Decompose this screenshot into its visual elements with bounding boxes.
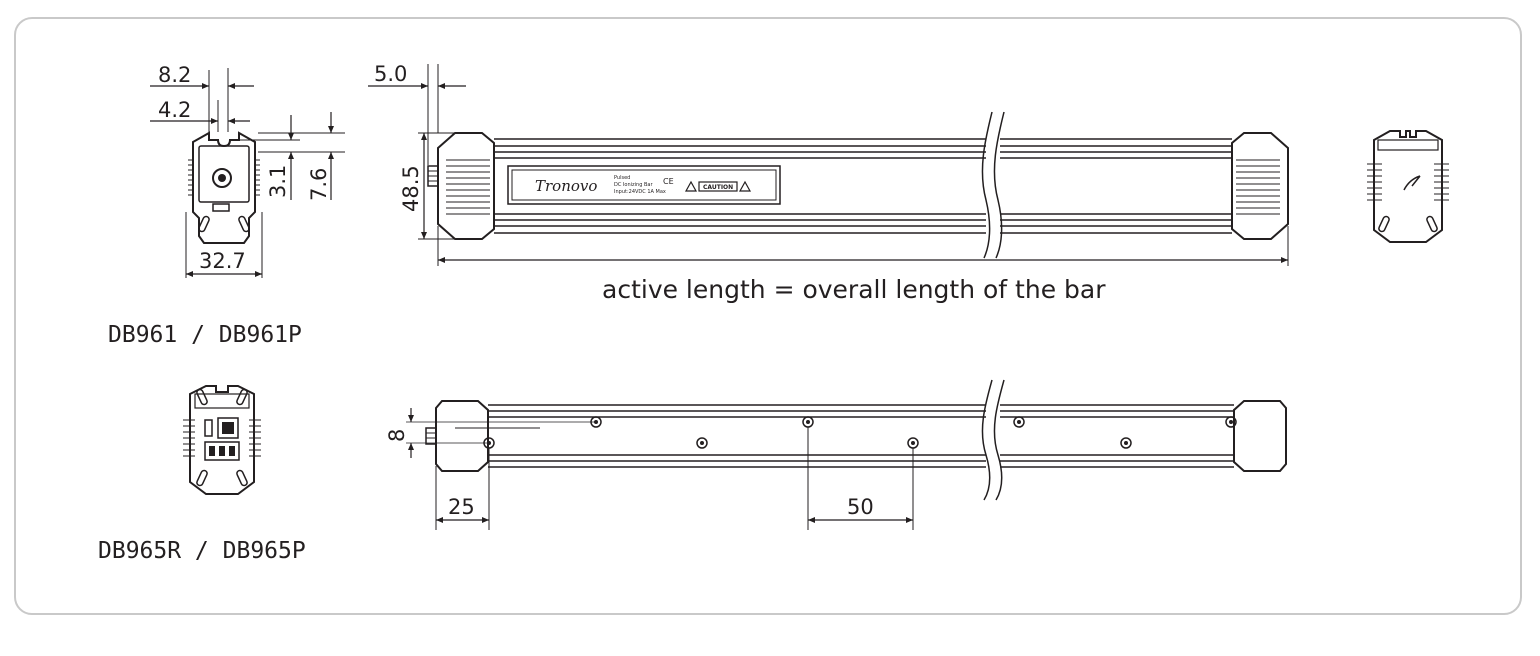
dim-50: 50 [847, 495, 874, 519]
model-label-db965: DB965R / DB965P [98, 538, 306, 564]
label-line3: Input:24VDC 1A Max [614, 189, 666, 195]
side-view-db965: 8 25 50 [385, 379, 1287, 530]
dim-3-1: 3.1 [266, 165, 290, 198]
dim-5-0: 5.0 [374, 62, 407, 86]
end-view-db961: 8.2 4.2 3.1 7.6 32.7 [150, 63, 345, 278]
warning-icon-right [738, 180, 752, 192]
label-ce-mark: CE [663, 177, 674, 186]
dim-7-6: 7.6 [307, 168, 331, 201]
dim-25: 25 [448, 495, 475, 519]
dim-4-2: 4.2 [158, 98, 191, 122]
label-line2: DC Ionizing Bar [614, 182, 653, 188]
model-label-db961: DB961 / DB961P [108, 322, 302, 348]
end-view-db961-rear [1367, 130, 1449, 243]
label-brand: Tronovo [535, 177, 597, 195]
logo-swoosh-icon [1403, 175, 1421, 191]
length-note: active length = overall length of the ba… [602, 275, 1106, 304]
warning-icon-left [684, 180, 698, 192]
label-caution: CAUTION [703, 184, 733, 191]
label-line1: Pulsed [614, 175, 630, 181]
dim-8-2: 8.2 [158, 63, 191, 87]
dim-32-7: 32.7 [199, 249, 246, 273]
drawing-frame [14, 17, 1522, 615]
side-view-db961: Tronovo Pulsed DC Ionizing Bar Input:24V… [368, 62, 1289, 266]
end-view-db965 [183, 385, 261, 495]
emitter-row [483, 416, 1237, 449]
dim-8: 8 [385, 429, 409, 442]
dim-48-5: 48.5 [399, 165, 423, 212]
